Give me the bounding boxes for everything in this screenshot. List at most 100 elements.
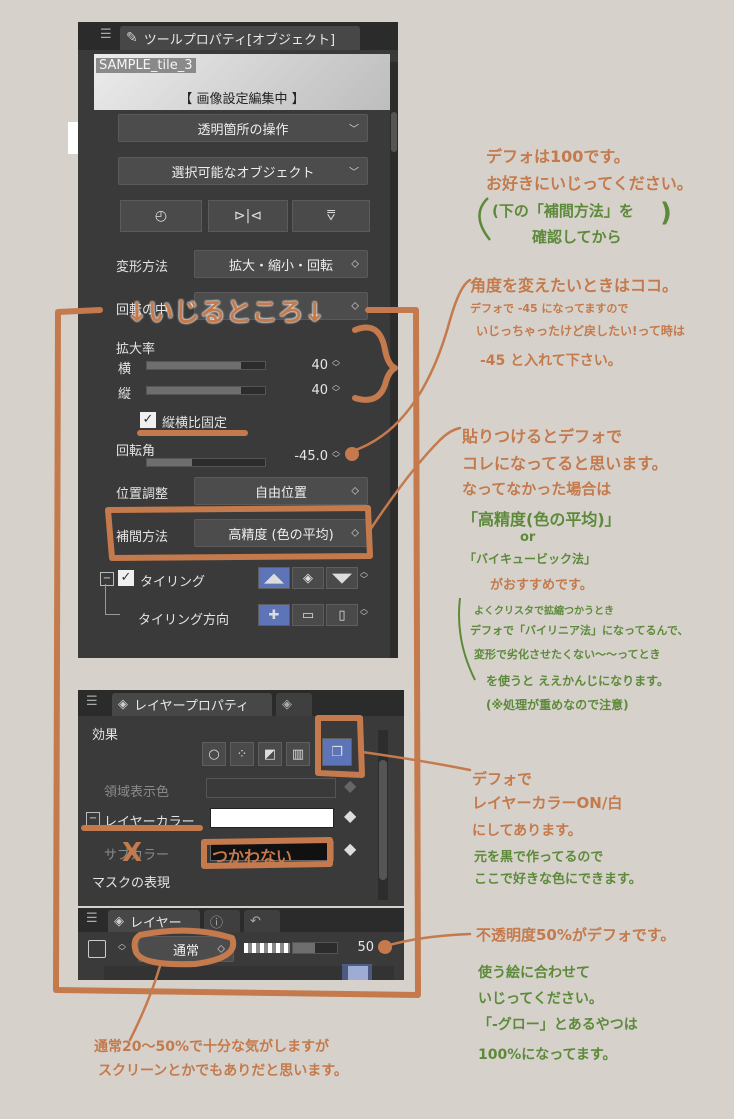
layer-tab-label: レイヤー [130,915,182,931]
layer-icon: ◈ [114,913,124,929]
horizontal-scale-slider[interactable] [146,361,266,370]
subcolor-bucket-icon[interactable]: ◆ [344,839,357,858]
tab-layer-search[interactable]: ◈ [276,693,312,716]
scroll-thumb[interactable] [379,760,387,880]
transform-method-dropdown[interactable]: 拡大・縮小・回転 ◇ [194,250,368,278]
spinner-icon[interactable]: ︿﹀ [332,446,340,463]
effect-layer-color-icon[interactable]: ❐ [322,738,352,766]
tiling-mode-1-icon[interactable]: ◢◣ [258,567,290,589]
spinner-icon[interactable]: ︿﹀ [332,380,340,397]
interp-label: 補間方法 [116,530,169,545]
tab-layer[interactable]: ◈ レイヤー [108,910,200,932]
vertical-scale-slider[interactable] [146,386,266,395]
blend-mode-box-icon[interactable] [88,940,106,958]
note6-line5: 100%になってます。 [478,1047,617,1063]
note2-line1: 角度を変えたいときはココ。 [470,276,679,295]
tiling-dir-vertical-icon[interactable]: ▯ [326,604,358,626]
not-used-label: つかわない [212,847,293,866]
touch-here: ↓いじるところ↓ [126,298,326,328]
panel-menu-icon[interactable]: ☰ [100,27,112,42]
note2-line3: いじっちゃったけど戻したい!って時は [476,324,685,338]
tab-info[interactable]: ⓘ [204,910,240,932]
spinner-icon[interactable]: ︿﹀ [118,939,126,956]
horizontal-scale-value[interactable]: 40 [311,358,328,373]
selected-layer-icon[interactable] [342,964,372,980]
layer-toolbar-row [104,966,394,980]
area-color-label: 領域表示色 [104,785,170,800]
note2-line4: -45 と入れて下さい。 [480,353,622,369]
panel-menu-icon[interactable]: ☰ [86,694,98,709]
chevron-down-icon: ﹀ [349,124,359,136]
blend-circle [131,927,237,968]
layer-color-bucket-icon[interactable]: ◆ [344,806,357,825]
note1-line1: デフォは100です。 [486,147,630,166]
selectable-object-value: 選択可能なオブジェクト [171,165,315,181]
tiling-mode-3-icon[interactable]: ◥◤ [326,567,358,589]
updown-icon: ◇ [351,258,359,270]
transform-method-value: 拡大・縮小・回転 [228,258,333,274]
flip-horizontal-button[interactable]: ⊳|⊲ [208,200,288,232]
slider-fill [147,459,192,466]
tab-tool-property[interactable]: ✎ ツールプロパティ[オブジェクト] [120,26,360,50]
opacity-slider[interactable] [292,942,338,954]
flip-vertical-icon: ⩢ [326,208,336,224]
big-frame [53,307,421,998]
spinner-icon[interactable]: ︿﹀ [360,567,368,584]
note5-line5: ここで好きな色にできます。 [474,872,642,887]
aspect-lock-checkbox[interactable]: ✓ [140,412,156,428]
scale-brace [352,324,398,403]
rotation-value[interactable]: -45.0 [294,449,328,464]
spinner-icon[interactable]: ︿﹀ [360,604,368,621]
effect-threshold-icon[interactable]: ◩ [258,742,282,766]
cross-mark: X [122,838,143,868]
updown-icon: ◇ [351,485,359,497]
tiling-mode-2-icon[interactable]: ◈ [292,567,324,589]
transparent-area-dropdown[interactable]: 透明箇所の操作 ﹀ [118,114,368,142]
note5-line3: にしてあります。 [472,823,582,839]
rotation-slider[interactable] [146,458,266,467]
position-dropdown[interactable]: 自由位置 ◇ [194,477,368,505]
spinner-icon[interactable]: ︿﹀ [332,355,340,372]
rotate-reset-button[interactable]: ◴ [120,200,202,232]
layer-property-panel: ☰ ◈ レイヤープロパティ ◈ 効果 ○ ⁘ ◩ ▥ ❐ 領域表示色 ◆ − レ… [78,690,404,906]
effect-gradient-icon[interactable]: ▥ [286,742,310,766]
interp-value: 高精度 (色の平均) [228,527,334,543]
panel-menu-icon[interactable]: ☰ [86,911,98,926]
area-color-swatch[interactable] [206,778,336,798]
area-color-bucket-icon[interactable]: ◆ [344,776,357,795]
note3-line6: 「バイキュービック法」 [464,552,597,566]
tab-layer-property[interactable]: ◈ レイヤープロパティ [112,693,272,716]
tiling-checkbox[interactable]: ✓ [118,570,134,586]
object-preview: SAMPLE_tile_3 【 画像設定編集中 】 [94,54,390,110]
leader-blend [128,964,162,1042]
slider-fill [147,362,242,369]
tiling-dir-horizontal-icon[interactable]: ▭ [292,604,324,626]
opacity-value[interactable]: 50 [357,940,374,955]
selectable-object-dropdown[interactable]: 選択可能なオブジェクト ﹀ [118,157,368,185]
flip-vertical-button[interactable]: ⩢ [292,200,370,232]
layer-property-tab-bar: ☰ ◈ レイヤープロパティ ◈ [78,690,404,716]
tiling-dir-all-icon[interactable]: ✚ [258,604,290,626]
interp-dropdown[interactable]: 高精度 (色の平均) ◇ [194,519,368,547]
tiling-collapse-icon[interactable]: − [100,572,114,586]
note1-line2: お好きにいじってください。 [486,174,693,193]
interp-box [105,505,373,561]
effect-tone-icon[interactable]: ⁘ [230,742,254,766]
slider-fill [147,387,242,394]
note4-line2: デフォで「バイリニア法」になってるんで、 [470,624,689,637]
effect-label: 効果 [92,728,119,743]
tiling-direction-label: タイリング方向 [138,613,230,628]
scroll-thumb[interactable] [391,112,397,152]
note4-line1: よくクリスタで拡縮つかうとき [474,606,614,617]
effect-box [315,715,365,778]
chevron-down-icon: ﹀ [349,167,359,179]
rotate-icon: ◴ [154,208,168,224]
tab-history[interactable]: ↶ [244,910,280,932]
tool-property-scrollbar[interactable] [390,62,398,658]
rotation-center-dropdown[interactable]: ◇ [194,292,368,320]
vertical-scale-value[interactable]: 40 [311,383,328,398]
layer-color-swatch[interactable] [210,808,334,828]
preview-name: SAMPLE_tile_3 [96,58,196,73]
effect-border-icon[interactable]: ○ [202,742,226,766]
layer-property-scrollbar[interactable] [378,730,388,900]
